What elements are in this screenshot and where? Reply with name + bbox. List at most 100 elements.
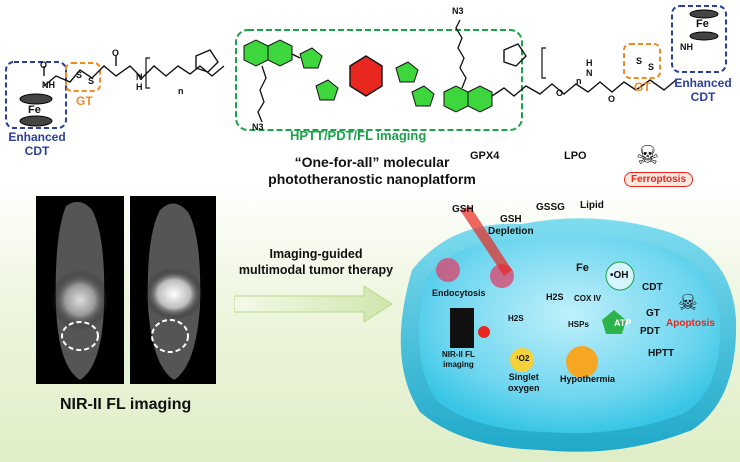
n3-bottom-label: N3 [252,122,264,132]
right-fe-label: Fe [696,18,709,30]
o-atom: O [40,60,48,70]
left-gt-box [65,62,101,92]
atp-star [602,310,626,334]
arrow-label-line2: multimodal tumor therapy [238,263,394,277]
left-nh-label: NH [42,80,55,90]
right-enhanced-cdt-label: Enhanced CDT [674,76,732,104]
mouse-left-svg [50,201,110,380]
gssg-label: GSSG [536,202,565,213]
s-atom: S [88,76,95,86]
n-atom: N [586,68,593,78]
skull-icon: ☠ [678,290,698,315]
gsh-depletion-line2: Depletion [488,226,534,237]
thiophene-1 [299,47,323,69]
left-gt-label: GT [76,94,93,108]
right-cp-bottom [689,31,719,41]
nir-fl-label: NIR-II FL imaging [442,350,475,370]
singlet-line1: Singlet [508,372,539,382]
right-bracket [541,47,546,79]
right-cp-top [689,9,719,19]
thiophene-3 [395,61,419,83]
o-atom: O [556,88,564,98]
n3-top-label: N3 [452,6,464,16]
bbt-core [349,55,383,97]
right-nh-label: NH [680,42,693,52]
fluorene-left-a [243,39,269,67]
pdt-label: PDT [640,326,660,337]
left-chain [43,65,225,87]
mouse-right-svg [144,203,204,380]
h-atom: H [586,58,593,68]
fluorene-right-b [467,85,493,113]
o-atom: O [112,48,120,58]
tumor-cell [400,206,737,452]
red-burst [478,326,490,338]
core-box [235,29,523,131]
o2-label: ¹O2 [516,354,530,363]
nanoparticle [436,258,460,282]
n-atom: N [136,72,143,82]
singlet-oxygen-sphere [510,348,534,372]
molecule-structure [5,5,727,131]
chain-down [257,65,267,123]
mouse-image-right [130,196,216,384]
skull-icon: ☠ [636,140,660,170]
nir-fl-thumbnail [450,308,474,348]
chain-up [455,19,467,89]
s-atom: S [636,56,643,66]
gt-label: GT [646,308,660,319]
thiophene-2 [315,79,339,101]
h-atom: H [136,82,143,92]
cox4-label: COX IV [574,294,602,303]
left-fe-label: Fe [28,104,41,116]
right-n-subscript: n [576,76,582,86]
arrow-label: Imaging-guided multimodal tumor therapy [236,246,396,278]
left-ferrocene-box [5,61,67,129]
headline-line1: “One-for-all” molecular [294,154,450,170]
lpo-label: LPO [564,150,587,162]
right-chain [491,79,677,97]
singlet-oxygen-label: Singlet oxygen [508,372,540,394]
atp-label: ATP [614,318,632,328]
lipid-label: Lipid [580,200,604,211]
gsh-depletion-label: GSH Depletion [488,214,534,238]
gsh-depletion-line1: GSH [499,214,522,225]
hptt-label: HPTT [648,348,675,359]
oh-burst [605,261,635,291]
nir-imaging-caption: NIR-II FL imaging [60,396,192,413]
headline-line2: phototheranostic nanoplatform [268,171,476,187]
h2s-label: H2S [546,292,564,302]
o-atom: O [608,94,616,104]
core-links [291,53,301,59]
h2s-small-label: H2S [508,314,524,323]
left-triazole [195,49,219,73]
right-triazole [503,43,527,67]
gsh-label: GSH [452,204,474,215]
laser-beam [460,206,512,276]
fluorene-left-b [267,39,293,67]
left-enhanced-cdt-label: Enhanced CDT [8,130,66,158]
oh-label: •OH [610,270,629,281]
s-atom: S [648,62,655,72]
s-atom: S [76,70,83,80]
left-n-subscript: n [178,86,184,96]
mouse-image-left [36,196,124,384]
right-ferrocene-box [671,5,727,73]
nir-fl-line1: NIR-II FL [442,350,475,359]
hsps-label: HSPs [568,320,589,329]
singlet-line2: oxygen [508,383,540,393]
left-cp-bottom [19,115,53,127]
arrow-label-line1: Imaging-guided [269,247,363,261]
core-label: HPTT/PDT/FL imaging [290,128,427,143]
fe-label: Fe [576,262,589,274]
right-gt-box [623,43,661,79]
headline: “One-for-all” molecular phototheranostic… [262,154,482,188]
nir-fl-line2: imaging [443,360,474,369]
gpx4-label: GPX4 [470,150,500,162]
thiophene-4 [411,85,435,107]
left-bracket [145,57,150,89]
hypothermia-label: Hypothermia [560,374,616,384]
endocytosis-label: Endocytosis [432,288,486,298]
hypothermia-sphere [566,346,598,378]
apoptosis-label: Apoptosis [666,318,715,329]
